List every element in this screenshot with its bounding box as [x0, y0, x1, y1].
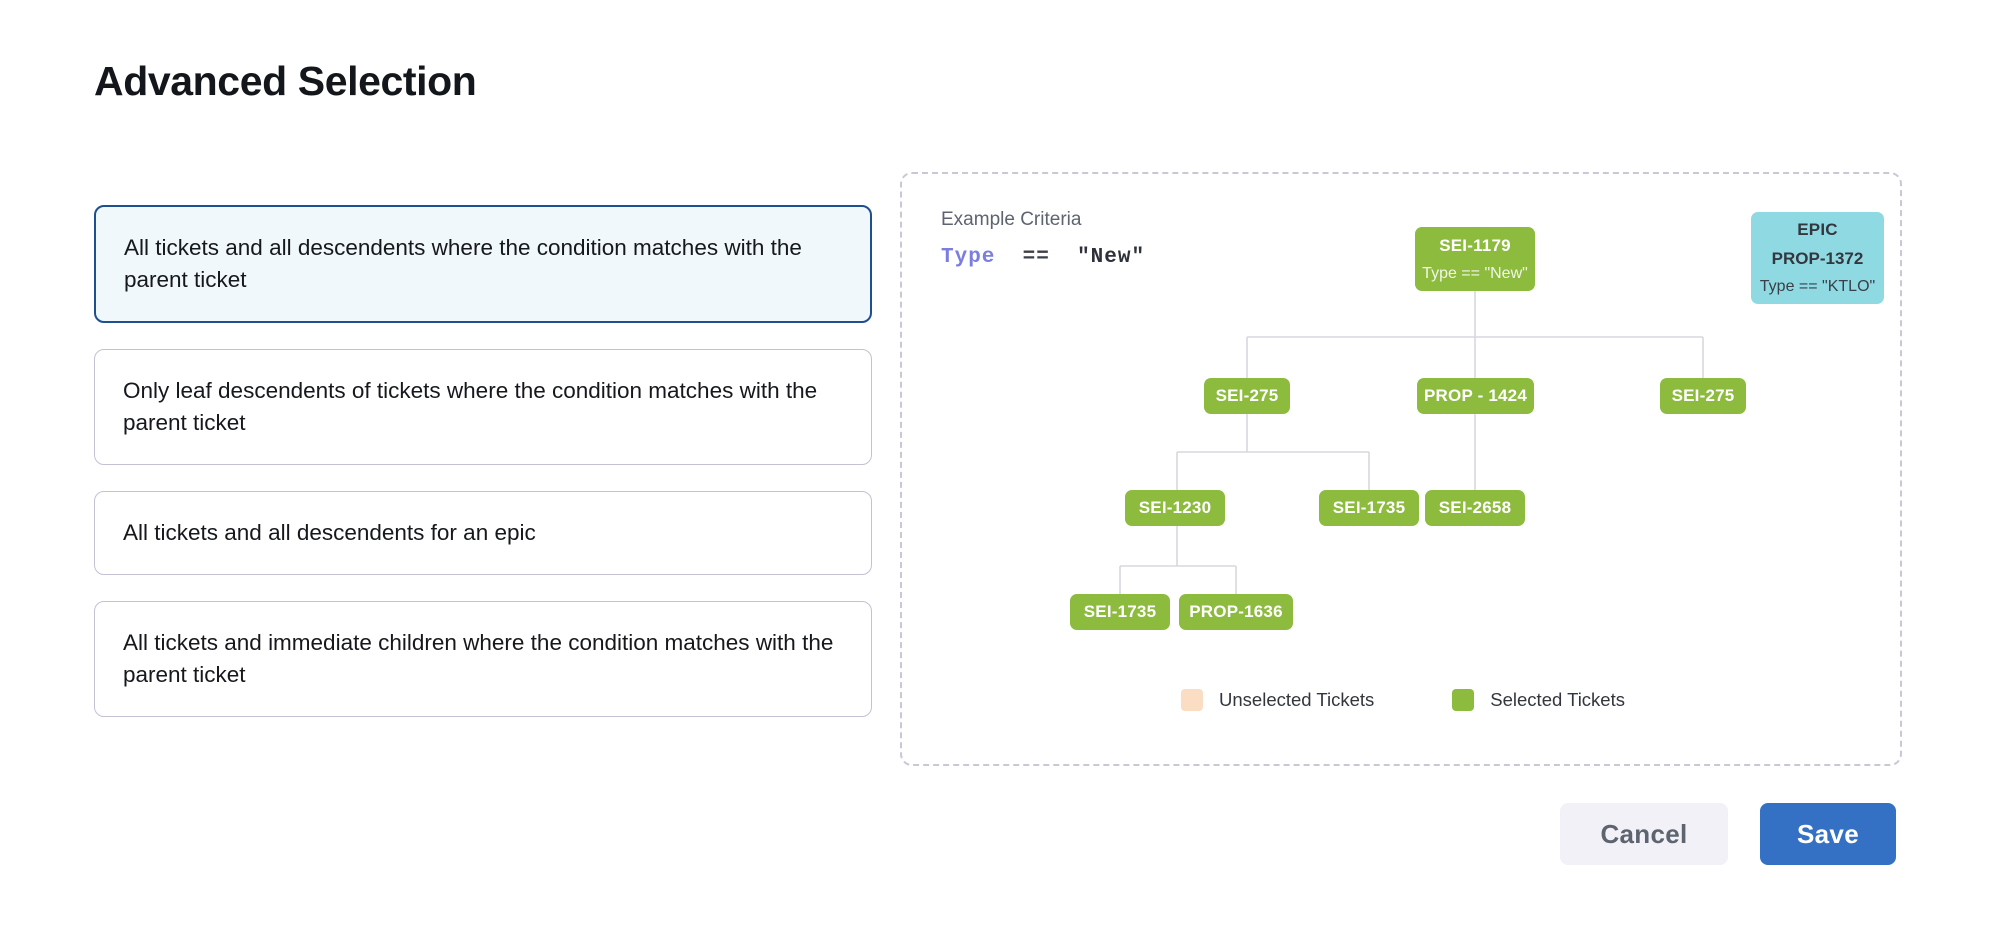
- example-diagram-panel: Example Criteria Type == "New": [900, 172, 1902, 766]
- selection-options-list: All tickets and all descendents where th…: [94, 205, 872, 717]
- node-title: PROP - 1424: [1424, 386, 1527, 405]
- criteria-operator: ==: [1022, 246, 1050, 269]
- tree-node-prop-1636[interactable]: PROP-1636: [1179, 594, 1293, 630]
- option-card-leaf-descendents-condition[interactable]: Only leaf descendents of tickets where t…: [94, 348, 872, 465]
- node-subtitle: Type == "KTLO": [1759, 278, 1876, 295]
- save-button[interactable]: Save: [1760, 803, 1896, 865]
- legend-swatch-unselected: [1181, 689, 1204, 711]
- node-title: SEI-275: [1215, 386, 1279, 405]
- criteria-field: Type: [941, 246, 996, 269]
- tree-node-root[interactable]: SEI-1179 Type == "New": [1415, 227, 1535, 291]
- node-subtitle: Type == "New": [1422, 264, 1528, 282]
- dialog-footer: Cancel Save: [1560, 803, 1896, 865]
- node-title: PROP-1636: [1189, 602, 1283, 621]
- legend-label: Unselected Tickets: [1219, 689, 1375, 710]
- node-title: SEI-2658: [1438, 498, 1512, 517]
- option-label: All tickets and all descendents where th…: [124, 235, 802, 292]
- node-title: SEI-1179: [1439, 235, 1511, 255]
- example-criteria-expression: Type == "New": [941, 246, 1145, 269]
- option-card-all-descendents-epic[interactable]: All tickets and all descendents for an e…: [94, 490, 872, 575]
- tree-node-sei-275-left[interactable]: SEI-275: [1204, 378, 1290, 414]
- option-card-immediate-children-condition[interactable]: All tickets and immediate children where…: [94, 600, 872, 717]
- legend-label: Selected Tickets: [1490, 689, 1625, 710]
- ticket-tree: SEI-1179 Type == "New" EPIC PROP-1372 Ty…: [902, 174, 1904, 768]
- node-title: PROP-1372: [1771, 249, 1864, 268]
- legend-item-unselected: Unselected Tickets: [1181, 689, 1374, 711]
- legend-swatch-selected: [1452, 689, 1475, 711]
- criteria-value: "New": [1077, 246, 1146, 269]
- tree-node-epic[interactable]: EPIC PROP-1372 Type == "KTLO": [1751, 212, 1884, 304]
- option-label: Only leaf descendents of tickets where t…: [123, 377, 818, 435]
- option-card-all-descendents-condition[interactable]: All tickets and all descendents where th…: [94, 205, 872, 323]
- option-label: All tickets and all descendents for an e…: [123, 519, 536, 545]
- tree-node-prop-1424[interactable]: PROP - 1424: [1417, 378, 1534, 414]
- node-title: SEI-1735: [1332, 498, 1406, 517]
- tree-node-sei-1230[interactable]: SEI-1230: [1125, 490, 1225, 526]
- node-title: SEI-1735: [1083, 602, 1157, 621]
- legend-item-selected: Selected Tickets: [1452, 689, 1625, 711]
- tree-node-sei-1735-lower[interactable]: SEI-1735: [1070, 594, 1170, 630]
- page-title: Advanced Selection: [94, 58, 477, 104]
- tree-node-sei-275-right[interactable]: SEI-275: [1660, 378, 1746, 414]
- node-title: SEI-275: [1671, 386, 1735, 405]
- tree-connectors: [1119, 291, 1704, 594]
- diagram-legend: Unselected Tickets Selected Tickets: [902, 689, 1904, 711]
- node-title: SEI-1230: [1138, 498, 1212, 517]
- node-epic-tag: EPIC: [1797, 220, 1838, 239]
- option-label: All tickets and immediate children where…: [123, 629, 834, 687]
- tree-node-sei-1735-upper[interactable]: SEI-1735: [1319, 490, 1419, 526]
- cancel-button[interactable]: Cancel: [1560, 803, 1728, 865]
- example-criteria-label: Example Criteria: [941, 209, 1082, 230]
- tree-node-sei-2658[interactable]: SEI-2658: [1425, 490, 1525, 526]
